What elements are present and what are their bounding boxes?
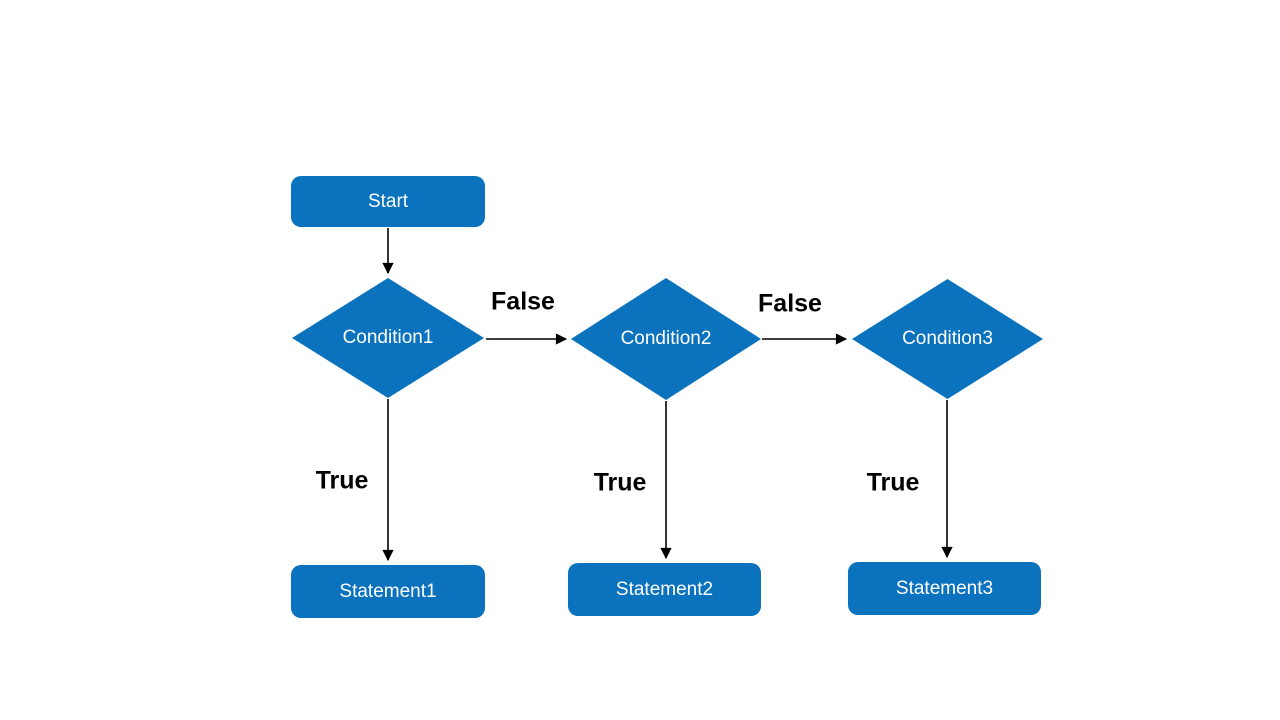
edge-label-true-1: True	[315, 466, 369, 495]
edge-label-false-2: False	[758, 289, 822, 318]
node-statement1-label: Statement1	[339, 580, 437, 602]
edge-label-false-1: False	[491, 287, 555, 316]
node-condition1: Condition1	[292, 278, 484, 398]
node-start: Start	[291, 176, 485, 227]
node-condition2-label: Condition2	[620, 328, 712, 349]
node-start-label: Start	[367, 190, 409, 212]
node-condition3: Condition3	[852, 279, 1043, 399]
edge-label-true-2: True	[593, 468, 647, 497]
node-statement3-label: Statement3	[895, 577, 994, 599]
node-statement1: Statement1	[291, 565, 485, 618]
node-statement3: Statement3	[848, 562, 1041, 615]
edge-label-true-3: True	[866, 468, 920, 497]
node-condition1-label: Condition1	[342, 327, 434, 348]
node-statement2-label: Statement2	[615, 578, 714, 600]
node-statement2: Statement2	[568, 563, 761, 616]
node-condition2: Condition2	[571, 278, 761, 400]
node-condition3-label: Condition3	[902, 328, 993, 349]
